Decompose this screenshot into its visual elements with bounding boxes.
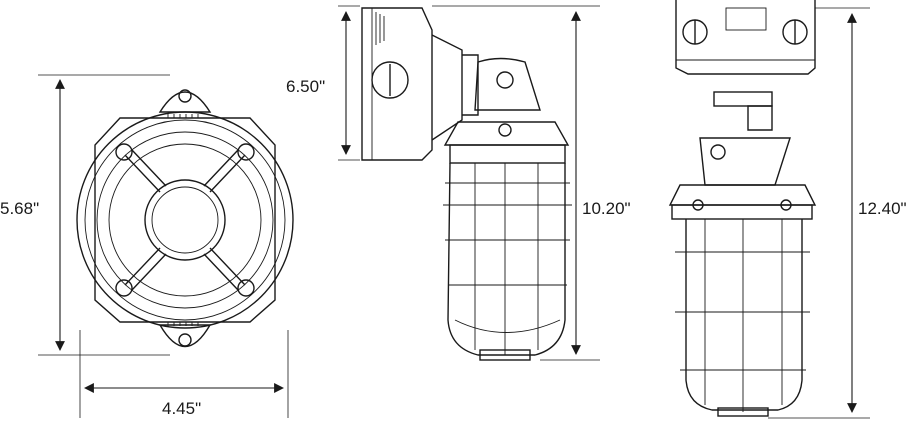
pendant-housing — [668, 184, 817, 206]
bolt-head — [237, 143, 255, 161]
guard-foot — [479, 349, 531, 361]
swivel-arm — [474, 57, 541, 111]
bolt-head — [115, 143, 133, 161]
globe-lens — [144, 179, 226, 261]
pendant-stem — [713, 91, 773, 107]
pendant-junction-box — [675, 0, 816, 75]
pendant-swivel — [699, 137, 791, 186]
front-width-label: 4.45" — [162, 399, 201, 418]
bolt-head — [237, 279, 255, 297]
front-view: 5.68" 4.45" — [0, 74, 294, 418]
side-height-label: 10.20" — [582, 199, 631, 218]
wire-guard — [447, 162, 566, 356]
front-height-label: 5.68" — [0, 199, 39, 218]
pendant-view: 12.40" — [668, 0, 907, 419]
pendant-guard-foot — [717, 407, 769, 417]
fixture-housing — [443, 121, 570, 146]
set-screw — [496, 71, 514, 89]
outer-ring — [76, 111, 294, 329]
bolt-head — [115, 279, 133, 297]
pendant-height-label: 12.40" — [858, 199, 907, 218]
pendant-wire-guard — [685, 219, 803, 411]
side-view: 6.50" 10.20" — [286, 5, 631, 361]
box-height-label: 6.50" — [286, 77, 325, 96]
top-mounting-ear — [158, 91, 212, 113]
conduit-plug — [371, 61, 409, 99]
junction-box — [361, 7, 433, 161]
octagon-base — [94, 117, 276, 323]
